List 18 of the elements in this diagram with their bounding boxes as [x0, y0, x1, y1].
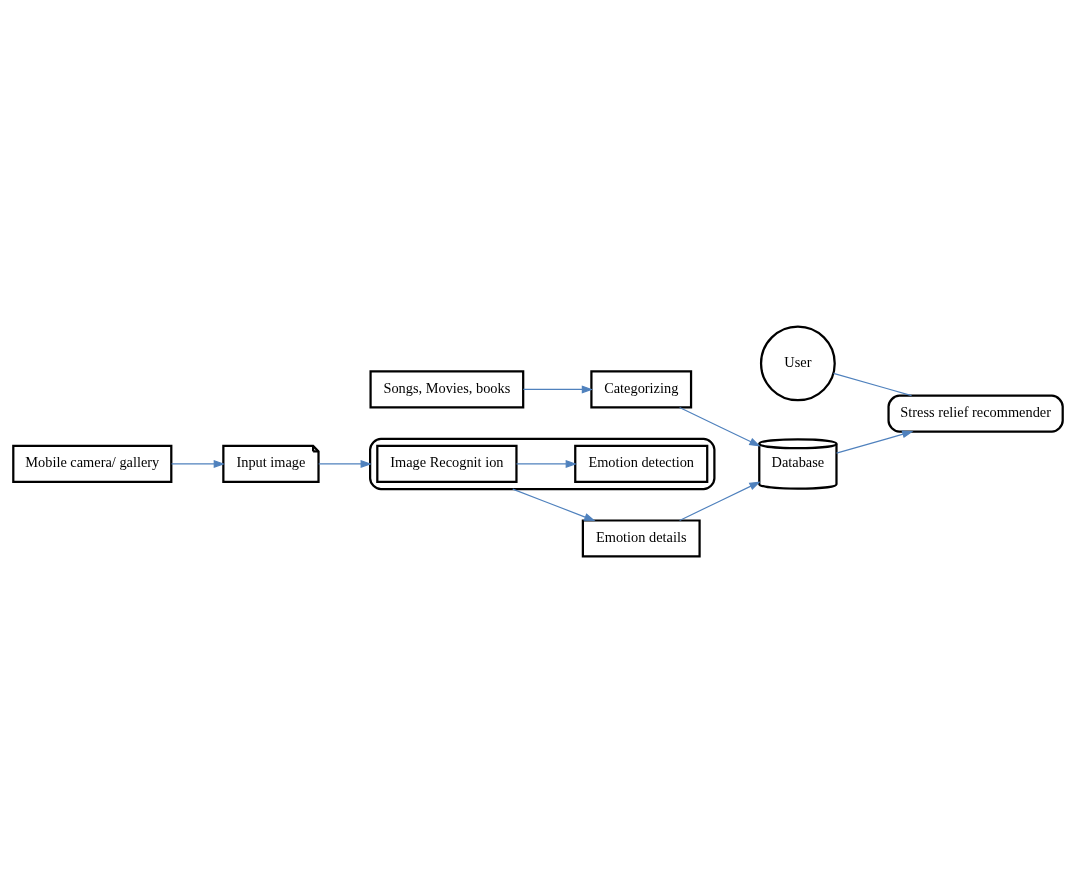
node-box: Songs, Movies, books — [369, 370, 525, 409]
arrow — [515, 459, 577, 468]
arrow — [522, 385, 594, 394]
node-box: Categorizing — [590, 370, 693, 409]
arrow — [512, 488, 596, 522]
cluster — [369, 437, 716, 491]
arrow — [170, 459, 225, 468]
node-box: Stress relief recommender — [887, 394, 1064, 433]
node-circle: User — [759, 325, 836, 402]
arrow — [679, 406, 761, 447]
arrow — [679, 481, 761, 521]
node-box: Emotion detection — [574, 444, 709, 483]
node-box: Mobile camera/ gallery — [12, 444, 173, 483]
arrow — [835, 430, 914, 454]
connector — [832, 372, 913, 397]
node-box: Image Recognit ion — [376, 444, 518, 483]
node-box: Emotion details — [581, 519, 701, 558]
arrow — [318, 459, 372, 468]
